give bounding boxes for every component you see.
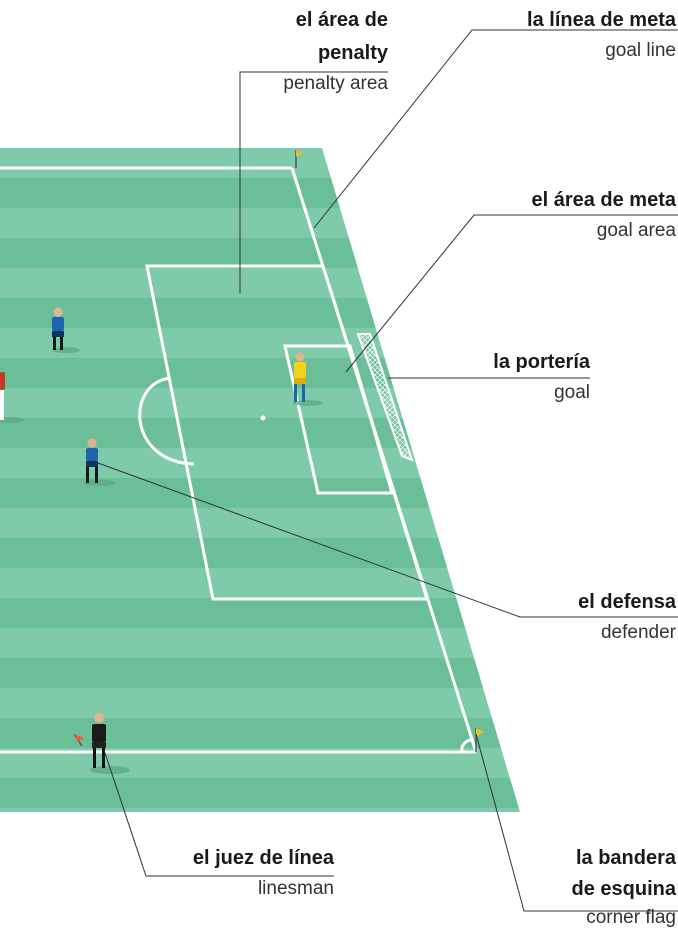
label-penalty-area-es-line1: el área de [295,9,388,31]
penalty-area-leader [239,71,388,293]
label-goal-line: la línea de meta goal line [527,8,676,63]
penalty-arc [138,376,195,466]
pitch-stripe [0,538,520,568]
defender-player [84,438,116,486]
corner-flag-top [295,150,303,168]
label-corner-flag-es-line1: la bandera [575,847,676,869]
label-goal-area-es: el área de meta [531,189,676,211]
linesman-flag [73,733,84,747]
pitch [0,148,520,812]
pitch-stripe [0,778,520,808]
pitch-stripe [0,658,520,688]
label-corner-flag-en: corner flag [586,907,676,928]
defender-player-left [52,307,80,353]
label-goal-line-es: la línea de meta [527,9,676,31]
pitch-stripe [0,598,520,628]
attacker-player-partial [0,372,24,423]
label-goal-area-en: goal area [596,220,676,241]
label-penalty-area-en: penalty area [283,73,388,94]
goal-net [356,333,414,462]
label-linesman-en: linesman [257,878,334,899]
linesman-player [90,713,130,774]
label-goal-area: el área de meta goal area [531,188,676,243]
corner-flag-leader [475,733,678,912]
leader-lines [97,29,678,912]
corner-flag [475,728,484,752]
goal-area-box [283,344,394,495]
label-goal-en: goal [554,382,590,403]
pitch-markings [0,166,478,754]
corner-arc [460,738,473,753]
label-corner-flag-es-line2: de esquina [571,878,676,900]
label-goal-es: la portería [493,351,590,373]
label-defender-en: defender [600,622,676,643]
label-linesman: el juez de línea linesman [193,846,334,901]
goalkeeper-player [293,352,323,406]
label-goal-line-en: goal line [605,40,676,61]
label-defender: el defensa defender [578,590,676,645]
penalty-spot [260,415,266,421]
label-corner-flag: la bandera de esquina corner flag [572,846,676,930]
penalty-area-box [145,264,430,601]
label-goal: la portería goal [493,350,590,405]
pitch-stripe [0,418,520,448]
goal-line-leader [313,29,678,229]
defender-leader [97,462,678,618]
linesman-leader [103,749,334,877]
label-defender-es: el defensa [578,591,676,613]
label-linesman-es: el juez de línea [192,847,334,869]
goal-area-leader [345,214,678,373]
label-penalty-area: el área de penalty penalty area [283,8,388,96]
pitch-stripe [0,718,520,748]
label-penalty-area-es-line2: penalty [317,42,388,64]
